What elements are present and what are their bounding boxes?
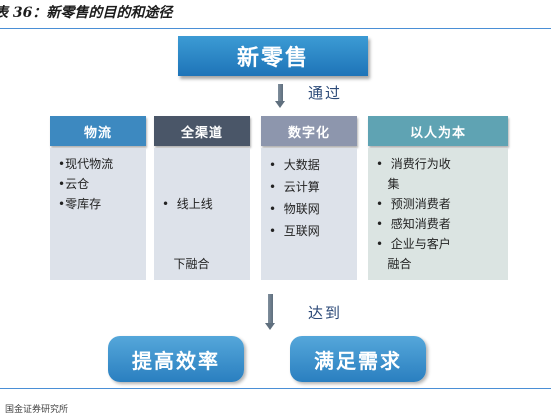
list-item: • 预测消费者 [376,197,451,211]
list-item: •零库存 [58,197,102,211]
list-item: •现代物流 [58,157,114,171]
list-item: 下融合 [162,257,210,271]
column-header: 以人为本 [368,116,508,146]
result-efficiency: 提高效率 [108,336,244,382]
list-item: 融合 [376,257,412,271]
list-item: • 感知消费者 [376,217,451,231]
column-body: • 大数据 • 云计算 • 物联网 • 互联网 [261,148,357,280]
column-header: 物流 [50,116,146,146]
column-people-oriented: 以人为本 • 消费行为收 集 • 预测消费者 • 感知消费者 • 企业与客户 融… [368,116,508,280]
title-text: 新零售 [236,45,309,71]
via-label: 通过 [308,84,343,102]
column-header: 全渠道 [154,116,250,146]
table-caption: 表 36：新零售的目的和途径 [0,0,551,26]
column-logistics: 物流 •现代物流 •云仓 •零库存 [50,116,146,280]
column-body: •现代物流 •云仓 •零库存 [50,148,146,280]
bottom-rule [0,388,551,389]
column-body: • 消费行为收 集 • 预测消费者 • 感知消费者 • 企业与客户 融合 [368,148,508,280]
list-item: • 云计算 [269,180,320,194]
column-omnichannel: 全渠道 • 线上线 下融合 [154,116,250,280]
list-item: • 消费行为收 [376,157,451,171]
list-item: 集 [376,177,400,191]
new-retail-title-box: 新零售 [178,36,368,76]
list-item: • 大数据 [269,158,320,172]
top-rule [0,28,551,29]
list-item: • 物联网 [269,202,320,216]
down-arrow-icon [275,84,286,108]
column-digitization: 数字化 • 大数据 • 云计算 • 物联网 • 互联网 [261,116,357,280]
column-body: • 线上线 下融合 [154,148,250,280]
list-item: • 互联网 [269,224,320,238]
list-item: •云仓 [58,177,90,191]
caption-text: 表 36：新零售的目的和途径 [0,5,173,21]
source-note: ：国金证券研究所 [0,405,69,415]
list-item: • 线上线 [162,197,213,211]
column-header: 数字化 [261,116,357,146]
list-item: • 企业与客户 [376,237,451,251]
result-demand: 满足需求 [290,336,426,382]
down-arrow-icon [265,294,276,330]
reach-label: 达到 [308,304,343,322]
